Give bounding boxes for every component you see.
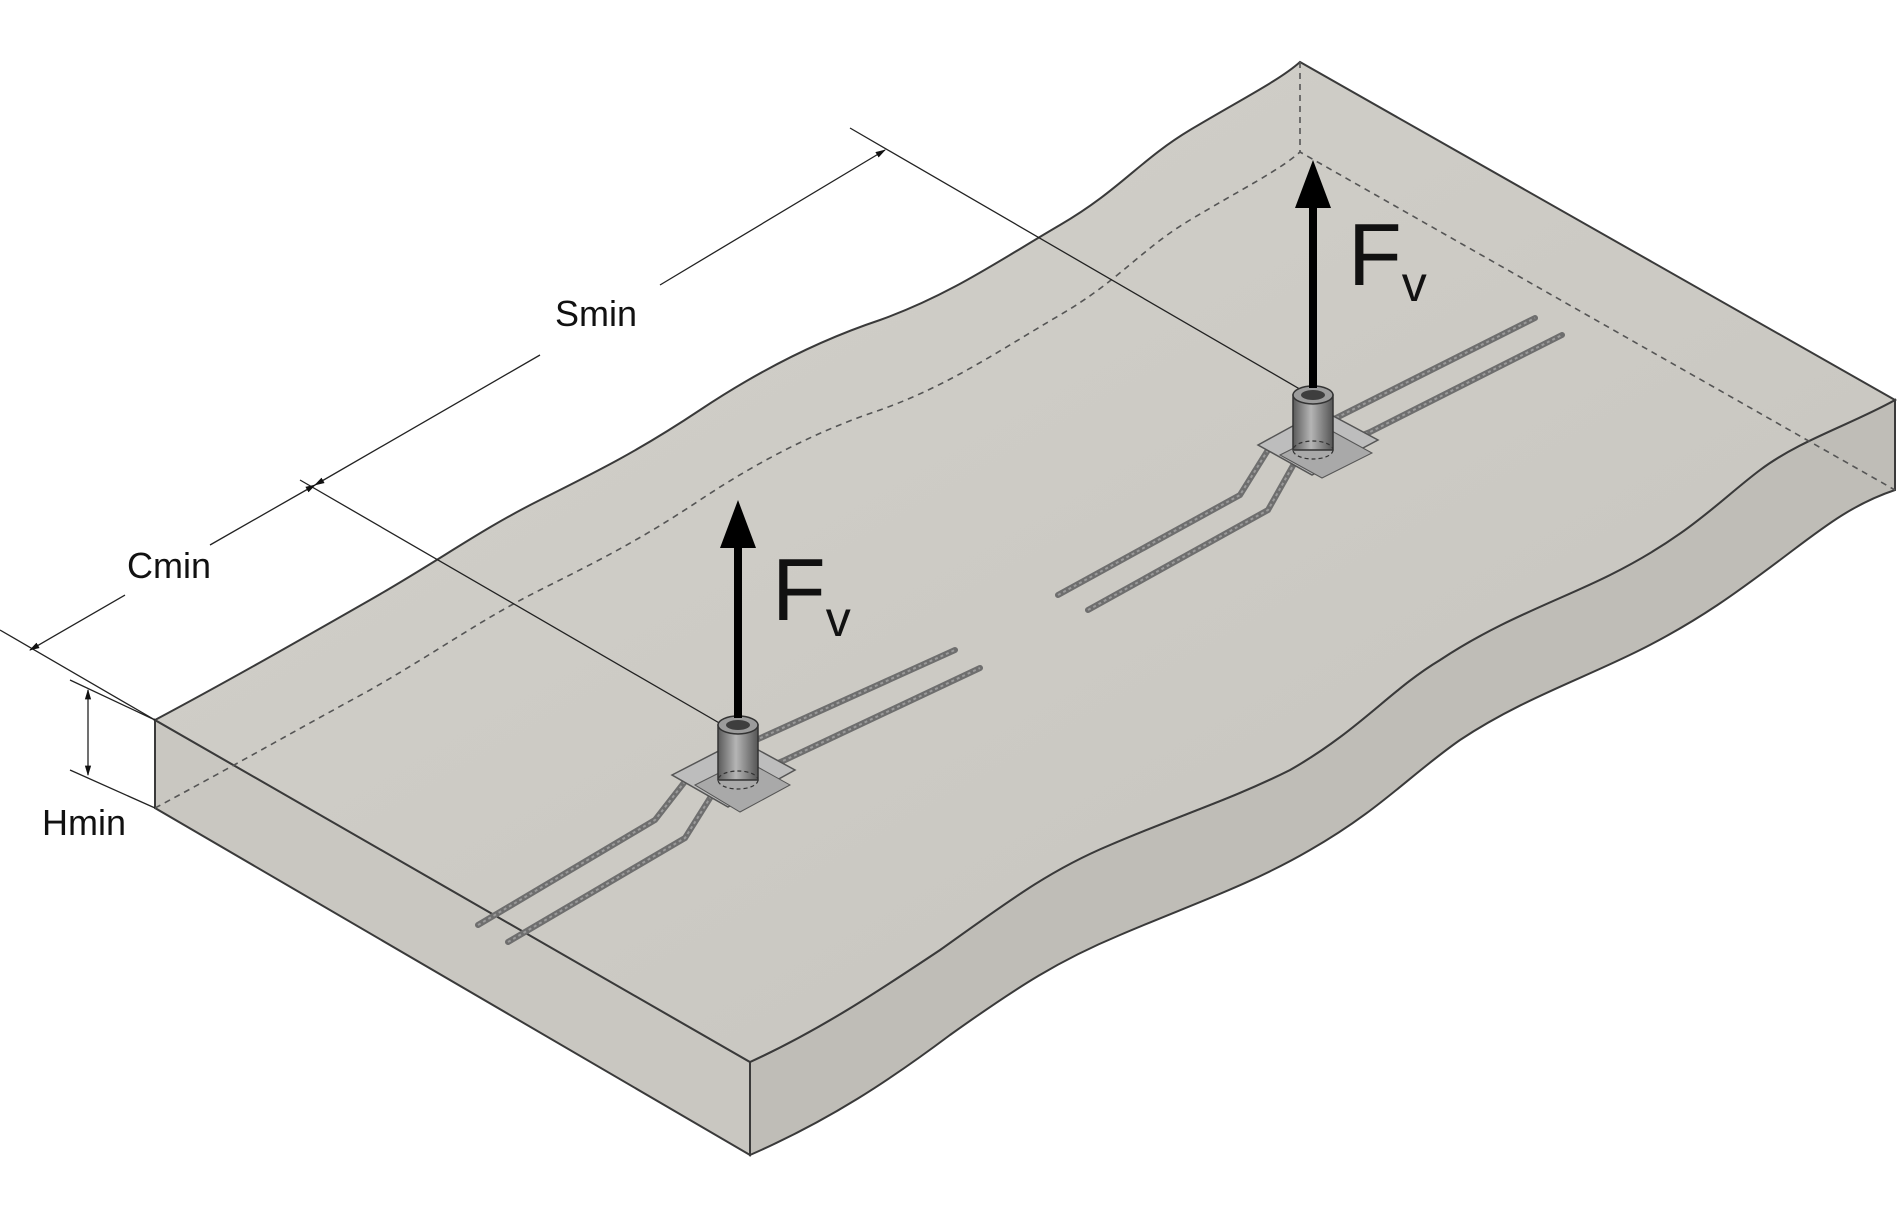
- force-arrow-left: [720, 500, 756, 718]
- force-label-right: Fv: [1348, 205, 1427, 312]
- slab-hidden-edge: [154, 151, 1896, 809]
- hmin-label: Hmin: [42, 802, 126, 843]
- force-label-left: Fv: [772, 540, 851, 647]
- lifting-anchor-icon: [475, 647, 983, 945]
- slab-top-face: [152, 60, 1898, 1064]
- lifting-anchor-icon: [1055, 315, 1565, 613]
- dimension-lines: [0, 127, 1311, 809]
- smin-label: Smin: [555, 293, 637, 334]
- cmin-label: Cmin: [127, 545, 211, 586]
- force-arrow-right: [1295, 160, 1331, 388]
